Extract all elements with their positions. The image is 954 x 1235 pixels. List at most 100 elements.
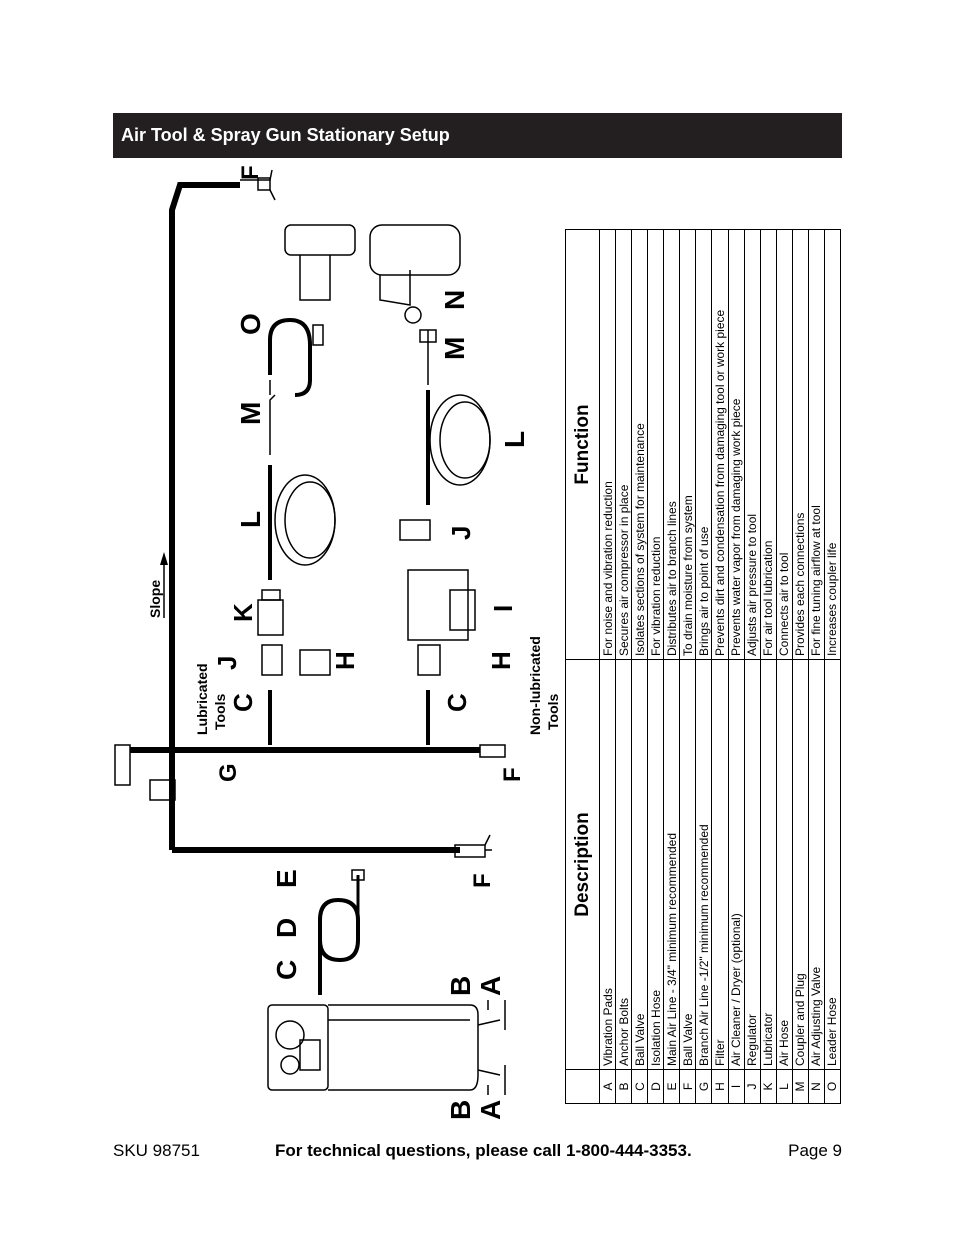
row-function: Provides each connections [792,229,809,660]
row-description: Ball Valve [631,659,648,1070]
slope-label: Slope [147,580,163,618]
row-function: For noise and vibration reduction [599,229,616,660]
letter-header [565,1069,600,1104]
callout-g: G [215,763,242,782]
callout-n: N [439,290,470,310]
row-letter: L [776,1069,793,1104]
callout-l-nonlubricated: L [499,431,530,448]
tool-illustrations [284,224,461,324]
section-title: Air Tool & Spray Gun Stationary Setup [121,125,450,145]
callout-d: D [271,918,302,938]
row-letter: E [663,1069,680,1104]
row-function: Brings air to point of use [695,229,712,660]
row-description: Leader Hose [824,659,841,1070]
row-letter: J [744,1069,761,1104]
isolation-hose [318,897,360,995]
row-letter: D [647,1069,664,1104]
lubricated-label-1: Lubricated [194,663,210,735]
row-function: For fine tuning airflow at tool [808,229,825,660]
row-description: Isolation Hose [647,659,664,1070]
row-function: Prevents water vapor from damaging work … [728,229,745,660]
row-letter: N [808,1069,825,1104]
row-letter: I [728,1069,745,1104]
row-letter: B [615,1069,632,1104]
nonlubricated-label-1: Non-lubricated [527,636,543,735]
row-function: Distributes air to branch lines [663,229,680,660]
callout-k: K [228,603,258,622]
row-description: Regulator [744,659,761,1070]
footer-sku: SKU 98751 [113,1141,200,1160]
row-description: Air Adjusting Valve [808,659,825,1070]
row-description: Main Air Line - 3/4" minimum recommended [663,659,680,1070]
row-letter: C [631,1069,648,1104]
callout-m-nonlubricated: M [439,337,470,360]
footer-page-number: Page 9 [788,1141,842,1160]
callout-f-branch: F [499,767,526,782]
row-description: Air Hose [776,659,793,1070]
row-description: Coupler and Plug [792,659,809,1070]
legend-header-row: Description Function [565,229,600,1104]
description-header: Description [565,659,600,1070]
callout-e: E [271,869,302,888]
callout-a-right: A [475,976,506,996]
row-function: Isolates sections of system for maintena… [631,229,648,660]
row-description: Ball Valve [679,659,696,1070]
callout-h-nonlubricated: H [486,651,516,670]
row-letter: F [679,1069,696,1104]
nonlubricated-label-2: Tools [545,693,561,730]
callout-c-compressor: C [271,960,302,980]
row-function: Increases coupler life [824,229,841,660]
callout-c-lubricated: C [228,693,258,712]
row-function: Adjusts air pressure to tool [744,229,761,660]
footer-help-line: For technical questions, please call 1-8… [275,1141,692,1160]
row-description: Vibration Pads [599,659,616,1070]
row-letter: H [711,1069,728,1104]
row-letter: O [824,1069,841,1104]
row-description: Filter [711,659,728,1070]
row-letter: A [599,1069,616,1104]
callout-f-main: F [469,873,496,888]
callout-l-lubricated: L [235,511,266,528]
lubricated-label-2: Tools [212,693,228,730]
function-header: Function [565,229,600,660]
row-description: Air Cleaner / Dryer (optional) [728,659,745,1070]
row-description: Anchor Bolts [615,659,632,1070]
row-letter: G [695,1069,712,1104]
callout-a-left: A [475,1100,506,1120]
row-function: For vibration reduction [647,229,664,660]
row-letter: M [792,1069,809,1104]
callout-f-top: F [237,165,264,180]
callout-b-right: B [445,976,476,996]
row-letter: K [760,1069,777,1104]
callout-o: O [235,313,266,335]
main-air-line [169,182,240,850]
row-description: Branch Air Line -1/2" minimum recommende… [695,659,712,1070]
callout-i: I [488,605,518,612]
compressor-illustration [267,1000,506,1095]
row-function: Connects air to tool [776,229,793,660]
section-banner: Air Tool & Spray Gun Stationary Setup [113,113,842,158]
row-function: Secures air compressor in place [615,229,632,660]
row-function: For air tool lubrication [760,229,777,660]
callout-b-left: B [445,1100,476,1120]
callout-c-nonlubricated: C [442,693,472,712]
callout-j-nonlubricated: J [446,526,476,540]
row-function: To drain moisture from system [679,229,696,660]
